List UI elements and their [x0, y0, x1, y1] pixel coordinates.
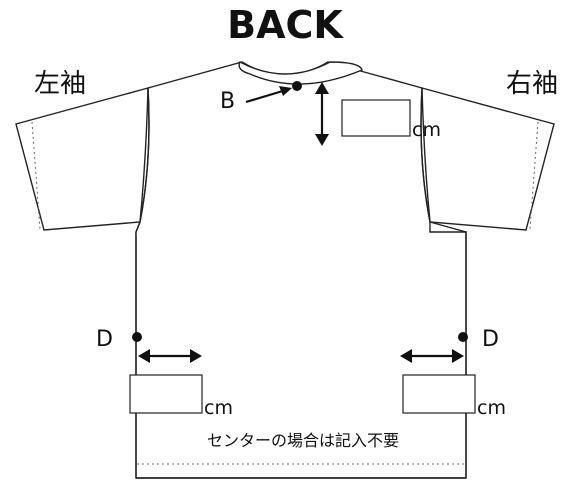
- left-hem-point-label: D: [96, 327, 113, 352]
- right-arrow-right-head: [452, 349, 464, 363]
- hem-note: センターの場合は記入不要: [207, 431, 399, 450]
- right-sleeve-label: 右袖: [506, 69, 558, 99]
- right-hem-point-marker: [458, 332, 468, 342]
- left-arrow-right-head: [190, 349, 202, 363]
- left-sleeve: [15, 87, 149, 231]
- left-hem-distance-input[interactable]: [129, 374, 203, 414]
- left-sleeve-label: 左袖: [34, 69, 86, 99]
- left-side-seam: [135, 87, 150, 478]
- left-hem-distance-unit: cm: [204, 397, 233, 419]
- neck-distance-unit: cm: [412, 119, 441, 141]
- collar: [238, 61, 363, 85]
- neck-distance-input[interactable]: [341, 99, 411, 137]
- right-hem-point-label: D: [482, 327, 499, 352]
- neck-point-marker: [292, 81, 302, 91]
- left-hem-point-marker: [132, 332, 142, 342]
- right-hem-distance-unit: cm: [477, 397, 506, 419]
- neck-point-label: B: [220, 89, 235, 114]
- vertical-arrow-bottom-head: [315, 134, 329, 146]
- right-hem-distance-input[interactable]: [402, 374, 476, 414]
- neck-pointer-arrow: [245, 88, 287, 104]
- left-arrow-left-head: [138, 349, 150, 363]
- right-side-seam: [420, 87, 467, 478]
- neck-pointer-arrowhead: [279, 86, 292, 96]
- vertical-arrow-top-head: [315, 82, 329, 94]
- title: BACK: [227, 3, 344, 47]
- right-arrow-left-head: [400, 349, 412, 363]
- right-sleeve: [421, 87, 555, 231]
